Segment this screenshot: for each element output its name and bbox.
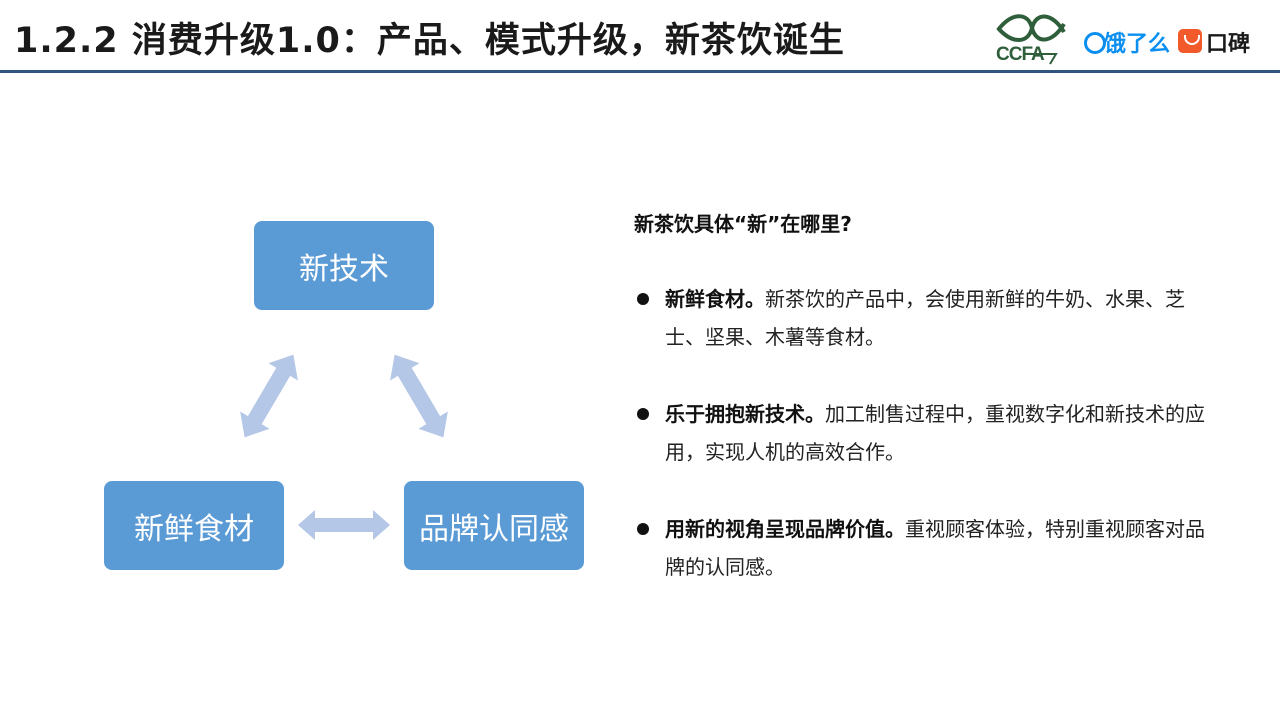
bullet-item: 用新的视角呈现品牌价值。重视顾客体验，特别重视顾客对品牌的认同感。 — [634, 510, 1214, 586]
ccfa-logo-text: CCFA — [996, 44, 1045, 65]
node-fresh-ingredients: 新鲜食材 — [104, 481, 284, 570]
double-arrow-icon — [240, 354, 298, 438]
logo-group: CCFA 饿了么 口碑 — [990, 8, 1270, 68]
node-new-technology: 新技术 — [254, 221, 434, 310]
double-arrow-icon — [390, 354, 448, 438]
bullet-dot-icon — [637, 293, 649, 305]
koubei-logo-icon — [1178, 29, 1202, 53]
bullet-dot-icon — [637, 408, 649, 420]
bullet-text: 乐于拥抱新技术。加工制售过程中，重视数字化和新技术的应用，实现人机的高效合作。 — [665, 395, 1205, 471]
node-brand-identity: 品牌认同感 — [404, 481, 584, 570]
bullet-item: 乐于拥抱新技术。加工制售过程中，重视数字化和新技术的应用，实现人机的高效合作。 — [634, 395, 1214, 471]
koubei-logo-text: 口碑 — [1206, 32, 1251, 57]
bullet-item: 新鲜食材。新茶饮的产品中，会使用新鲜的牛奶、水果、芝士、坚果、木薯等食材。 — [634, 280, 1214, 356]
bullet-body: 加工制售过程中，重视数字化和新技术的应用，实现人机的高效合作。 — [665, 402, 1205, 464]
eleme-logo-text: 饿了么 — [1104, 32, 1171, 57]
bullet-body: 重视顾客体验，特别重视顾客对品牌的认同感。 — [665, 517, 1205, 579]
page-title: 1.2.2 消费升级1.0：产品、模式升级，新茶饮诞生 — [14, 21, 845, 61]
ccfa-logo-icon — [996, 14, 1066, 65]
header-divider — [0, 70, 1280, 73]
eleme-logo-icon — [1084, 32, 1106, 54]
section-question: 新茶饮具体“新”在哪里? — [634, 212, 852, 236]
bullet-dot-icon — [637, 523, 649, 535]
bullet-heading: 用新的视角呈现品牌价值。 — [665, 517, 905, 541]
double-arrow-icon — [298, 510, 390, 540]
bullet-body: 新茶饮的产品中，会使用新鲜的牛奶、水果、芝士、坚果、木薯等食材。 — [665, 287, 1185, 349]
bullet-heading: 乐于拥抱新技术。 — [665, 402, 825, 426]
bullet-heading: 新鲜食材。 — [665, 287, 765, 311]
bullet-text: 用新的视角呈现品牌价值。重视顾客体验，特别重视顾客对品牌的认同感。 — [665, 510, 1205, 586]
slide-header: 1.2.2 消费升级1.0：产品、模式升级，新茶饮诞生 CCFA 饿了么 口碑 — [0, 0, 1280, 74]
bullet-text: 新鲜食材。新茶饮的产品中，会使用新鲜的牛奶、水果、芝士、坚果、木薯等食材。 — [665, 280, 1205, 356]
